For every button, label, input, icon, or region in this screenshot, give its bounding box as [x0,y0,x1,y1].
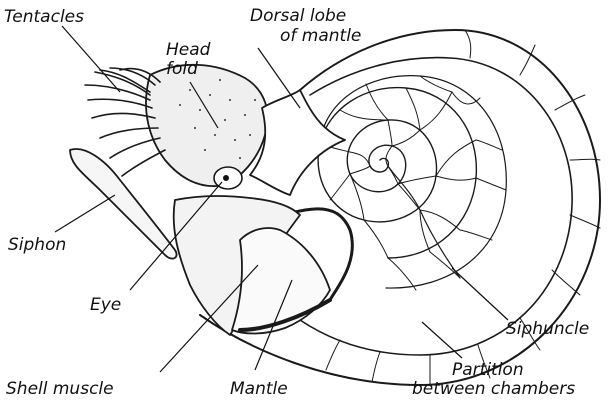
label-siphuncle: Siphuncle [506,319,589,339]
label-shell-muscle: Shell muscle [6,379,114,399]
label-eye: Eye [90,295,121,315]
label-head-fold-1: Head [166,40,211,60]
label-tentacles: Tentacles [4,7,84,27]
mantle [232,228,330,333]
head-hood [146,65,268,186]
label-dorsal-lobe-2: of mantle [280,26,361,46]
dorsal-lobe [250,90,345,195]
label-dorsal-lobe-1: Dorsal lobe [250,6,346,26]
label-head-fold-2: fold [166,59,198,79]
label-partition-2: between chambers [412,379,575,399]
shell-inner-wall [300,58,572,355]
eye-pupil [223,175,229,181]
label-partition-1: Partition [452,360,524,380]
labels: Tentacles Head fold Dorsal lobe of mantl… [4,6,589,399]
leader-tentacles [62,26,120,92]
septa [320,76,506,290]
leader-siphuncle [452,268,508,320]
siphon [70,149,177,259]
shell-spiral [318,76,506,290]
leader-partition [422,322,462,358]
leader-siphon [55,195,115,232]
label-mantle: Mantle [230,379,288,399]
label-siphon: Siphon [8,235,66,255]
